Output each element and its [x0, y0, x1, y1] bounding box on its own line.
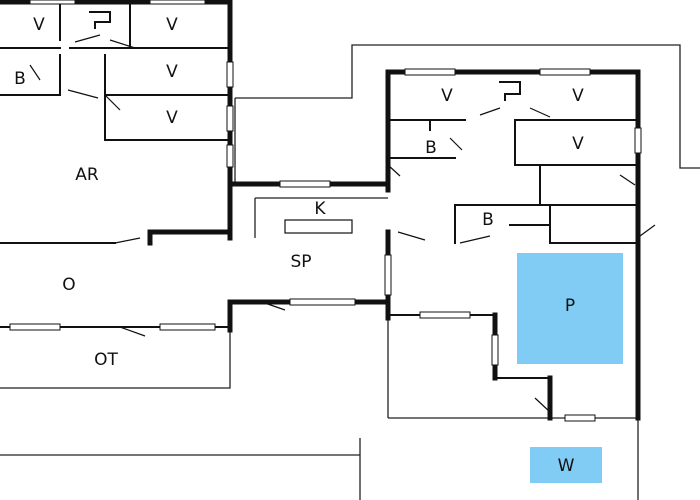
room-labels: V V V V B AR O OT K SP V V V B B P W	[14, 15, 584, 476]
doors	[29, 34, 656, 413]
room-label-b1: B	[14, 69, 26, 89]
room-label-v7: V	[572, 134, 584, 154]
room-label-v6: V	[572, 86, 584, 106]
room-label-k: K	[314, 199, 326, 219]
room-label-v1: V	[33, 15, 45, 35]
room-label-p: P	[565, 296, 575, 316]
left-wing-walls	[0, 0, 391, 246]
room-label-ar: AR	[75, 165, 99, 185]
right-wing-walls	[385, 69, 641, 421]
whirlpool	[530, 447, 602, 483]
pool	[517, 253, 623, 364]
room-label-b2: B	[425, 138, 437, 158]
room-label-sp: SP	[290, 252, 311, 272]
kitchen-counter	[284, 219, 353, 234]
room-label-v5: V	[441, 86, 453, 106]
fixtures	[284, 219, 353, 234]
room-label-b3: B	[482, 210, 494, 230]
room-label-v3: V	[166, 62, 178, 82]
room-label-v2: V	[166, 15, 178, 35]
room-label-w: W	[558, 456, 575, 476]
room-label-v4: V	[166, 108, 178, 128]
windows	[9, 0, 642, 422]
room-label-ot: OT	[94, 350, 118, 370]
room-label-o: O	[62, 275, 75, 295]
